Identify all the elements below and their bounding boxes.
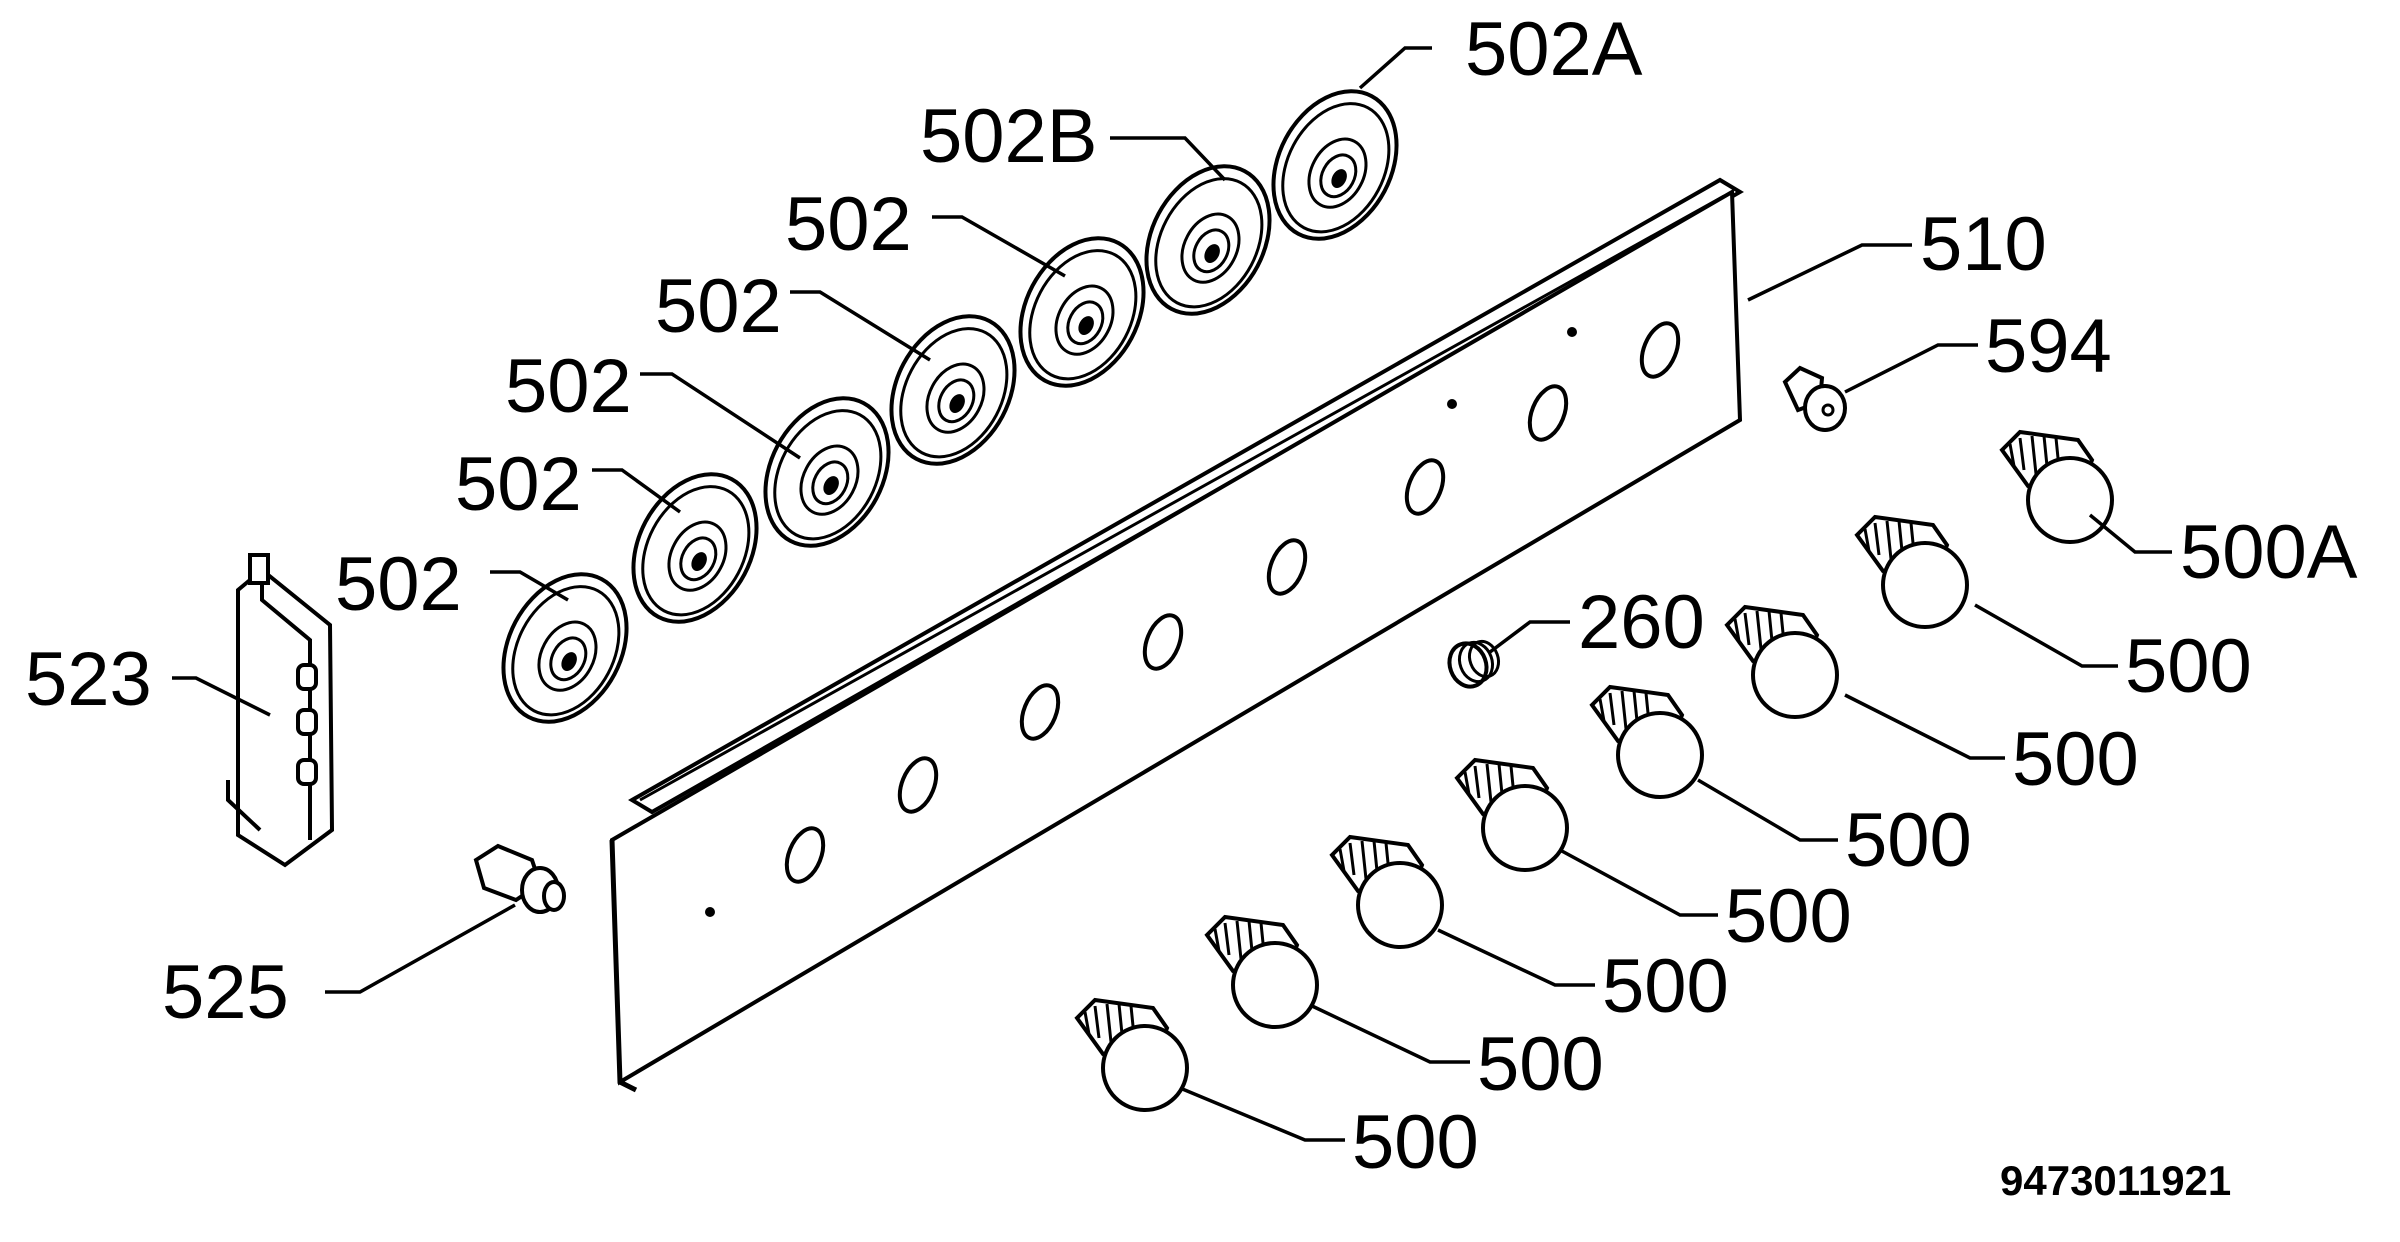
- label-502b: 502B: [920, 94, 1098, 179]
- label-502: 502: [335, 542, 462, 627]
- label-500: 500: [1477, 1022, 1604, 1107]
- label-502: 502: [785, 182, 912, 267]
- label-502: 502: [455, 442, 582, 527]
- label-260: 260: [1578, 580, 1705, 665]
- screw-594: [1782, 365, 1847, 432]
- panel-holes: [705, 321, 1681, 917]
- label-500: 500: [2012, 717, 2139, 802]
- bushing-525: [473, 843, 566, 914]
- bracket-523: [226, 553, 335, 868]
- part-labels: 502A 502B 502 502 502 502 502 510 594 50…: [25, 7, 2358, 1204]
- label-594: 594: [1985, 304, 2112, 389]
- label-500: 500: [1602, 944, 1729, 1029]
- label-500: 500: [2125, 624, 2252, 709]
- label-523: 523: [25, 637, 152, 722]
- label-525: 525: [162, 950, 289, 1035]
- label-500: 500: [1352, 1100, 1479, 1185]
- leader-lines: [172, 46, 2172, 1142]
- label-502a: 502A: [1465, 7, 1643, 92]
- label-502: 502: [505, 344, 632, 429]
- control-panel: [609, 177, 1744, 1093]
- label-502: 502: [655, 264, 782, 349]
- drawing-number: 9473011921: [2000, 1157, 2231, 1204]
- label-500: 500: [1725, 874, 1852, 959]
- label-500a: 500A: [2180, 510, 2358, 595]
- spring-260: [1447, 639, 1501, 689]
- label-510: 510: [1920, 202, 2047, 287]
- label-500: 500: [1845, 798, 1972, 883]
